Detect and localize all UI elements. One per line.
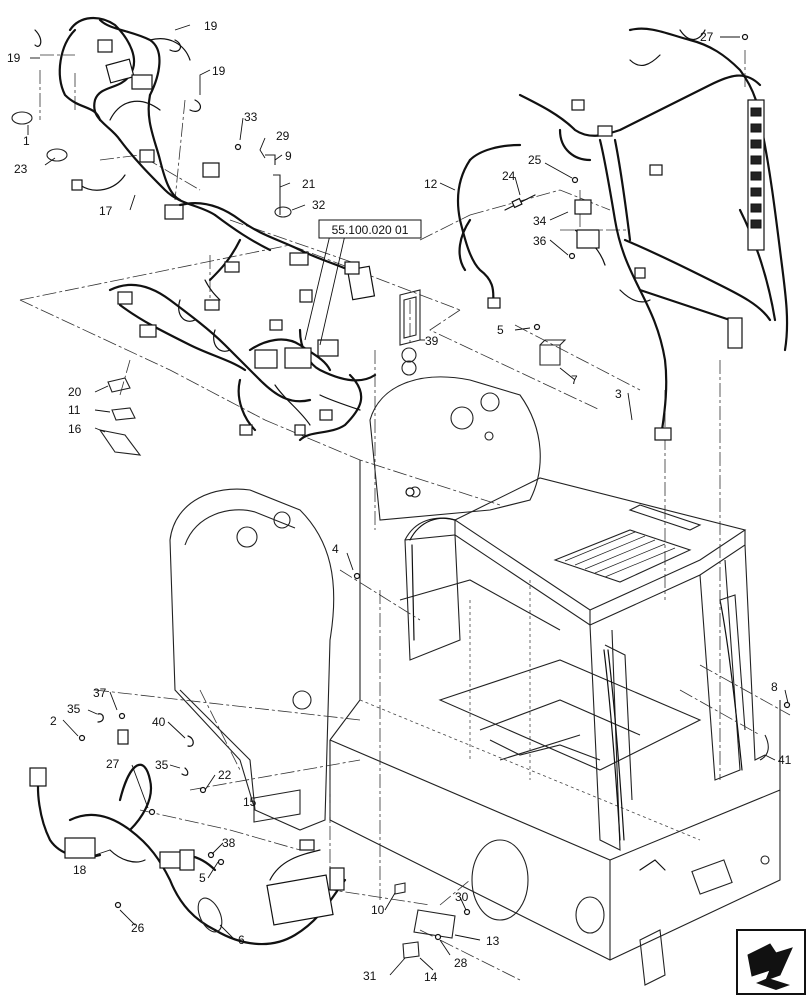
callout-18: 18 [73,863,87,877]
callout-35: 35 [155,758,169,772]
rear-harness [29,729,347,946]
alignment-lines [19,50,791,981]
callout-1: 1 [23,134,30,148]
callout-2: 2 [50,714,57,728]
callout-6: 6 [238,933,245,947]
cross-reference-box: 55.100.020 01 [318,219,422,239]
callout-30: 30 [455,890,469,904]
callout-numbers: 19 19 19 1 23 17 33 29 9 21 32 39 20 11 … [7,19,792,984]
callout-22: 22 [218,768,232,782]
main-front-harness [58,17,377,442]
callout-9: 9 [285,149,292,163]
callout-19: 19 [212,64,226,78]
callout-31: 31 [363,969,377,983]
cab-harness-routing [405,487,743,871]
small-parts [11,29,791,959]
callout-12: 12 [424,177,438,191]
next-page-arrow-icon[interactable] [736,929,806,995]
callout-15: 15 [243,795,257,809]
callout-5: 5 [497,323,504,337]
callout-38: 38 [222,836,236,850]
callout-41: 41 [778,753,792,767]
loader-frame [169,376,781,986]
leader-lines [27,24,789,976]
callout-40: 40 [152,715,166,729]
callout-39: 39 [425,334,439,348]
callout-29: 29 [276,129,290,143]
callout-3: 3 [615,387,622,401]
callout-16: 16 [68,422,82,436]
callout-19: 19 [204,19,218,33]
callout-4: 4 [332,542,339,556]
callout-14: 14 [424,970,438,984]
callout-33: 33 [244,110,258,124]
callout-13: 13 [486,934,500,948]
callout-7: 7 [571,373,578,387]
callout-26: 26 [131,921,145,935]
callout-25: 25 [528,153,542,167]
callout-32: 32 [312,198,326,212]
callout-5: 5 [199,871,206,885]
cross-reference-label: 55.100.020 01 [332,223,409,237]
callout-34: 34 [533,214,547,228]
callout-10: 10 [371,903,385,917]
callout-11: 11 [68,403,81,417]
callout-21: 21 [302,177,316,191]
callout-19: 19 [7,51,21,65]
cab [399,477,766,851]
callout-20: 20 [68,385,82,399]
callout-23: 23 [14,162,28,176]
callout-28: 28 [454,956,468,970]
callout-17: 17 [99,204,113,218]
callout-27: 27 [106,757,120,771]
callout-27: 27 [700,30,714,44]
callout-35: 35 [67,702,81,716]
callout-36: 36 [533,234,547,248]
callout-24: 24 [502,169,516,183]
cab-upper-harness [456,27,789,441]
callout-8: 8 [771,680,778,694]
callout-37: 37 [93,686,107,700]
